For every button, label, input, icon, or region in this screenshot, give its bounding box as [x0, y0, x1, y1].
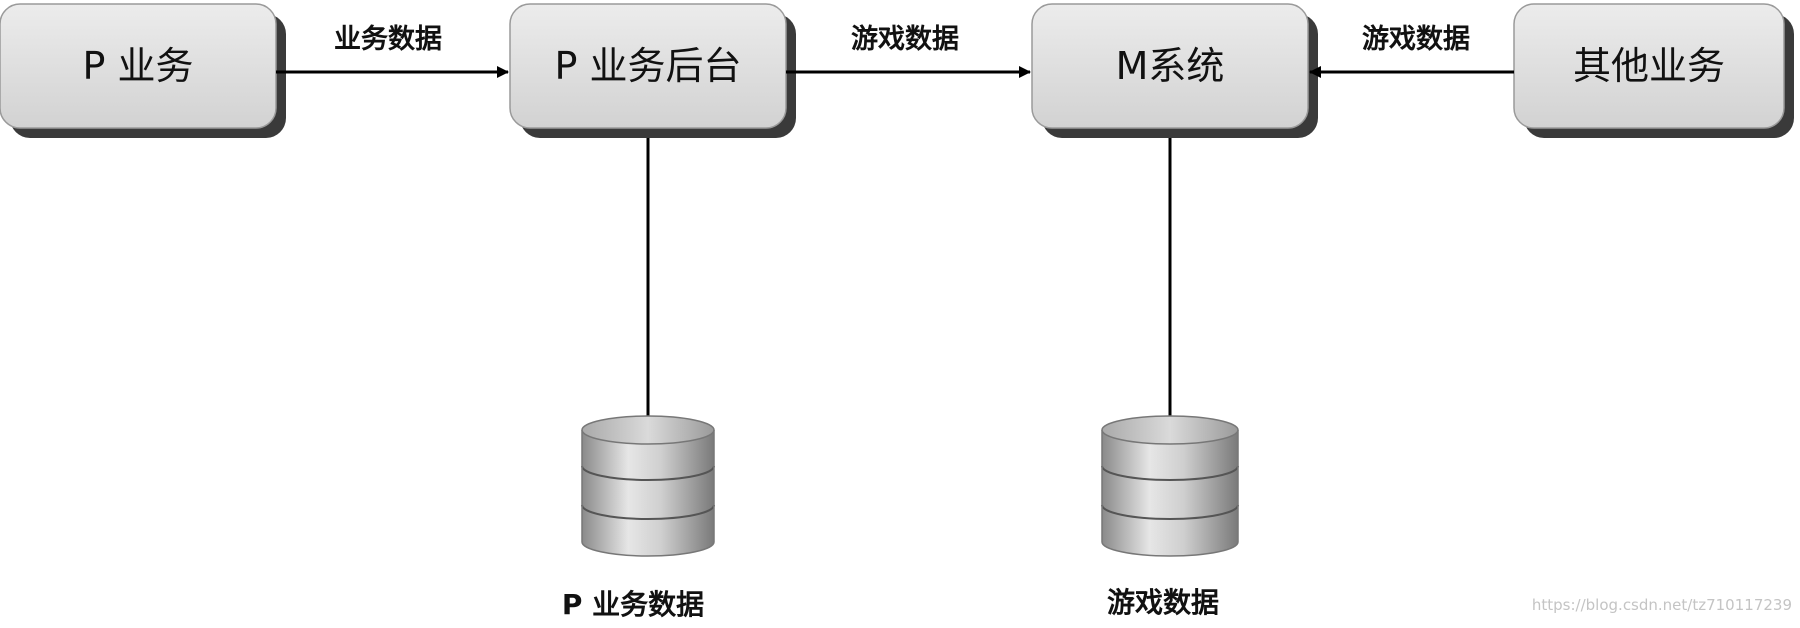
edge-backend-to-m: 游戏数据 — [786, 24, 1031, 78]
edge-label-business-data: 业务数据 — [334, 24, 442, 55]
edge-label-game-data: 游戏数据 — [851, 24, 959, 55]
node-other-business: 其他业务 — [1513, 3, 1794, 138]
node-p-business: P 业务 — [0, 3, 286, 138]
node-label-p-backend: P 业务后台 — [555, 44, 742, 88]
edge-label-game-data-other: 游戏数据 — [1362, 24, 1470, 55]
edge-p-to-backend: 业务数据 — [276, 24, 509, 78]
node-label-p-business: P 业务 — [83, 44, 194, 88]
node-p-backend: P 业务后台 — [509, 3, 796, 138]
database-icon — [581, 415, 715, 557]
node-label-m-system: M系统 — [1116, 44, 1225, 88]
database-game-data: 游戏数据 — [1101, 415, 1239, 619]
database-label-game-data: 游戏数据 — [1107, 586, 1219, 619]
database-p-data: P 业务数据 — [562, 415, 715, 621]
node-label-other-business: 其他业务 — [1573, 44, 1725, 88]
database-icon — [1101, 415, 1239, 557]
edge-other-to-m: 游戏数据 — [1309, 24, 1514, 78]
node-m-system: M系统 — [1031, 3, 1318, 138]
database-label-p-data: P 业务数据 — [562, 588, 704, 621]
watermark-text: https://blog.csdn.net/tz710117239 — [1532, 596, 1792, 614]
